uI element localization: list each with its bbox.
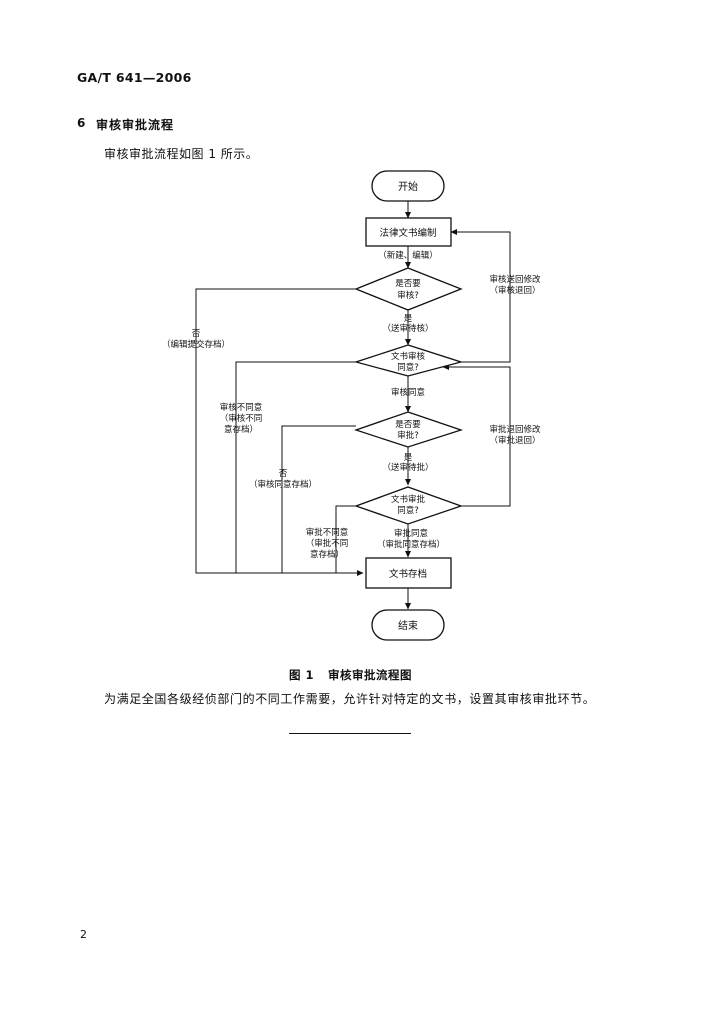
approval-disagree-line: [335, 505, 356, 573]
approval-disagree-line1: 审批不同意: [306, 527, 349, 538]
figure-caption: 图 1 审核审批流程图: [0, 667, 701, 683]
approval-no-note: （审核同意存档）: [249, 479, 317, 490]
section-title: 审核审批流程: [96, 118, 175, 132]
archive-process-box: [365, 557, 452, 589]
document-code: GA/T 641—2006: [77, 70, 192, 85]
decision-review-agree-line1: 文书审核: [391, 351, 426, 362]
start-label: 开始: [398, 180, 418, 193]
review-yes-label: 是: [404, 314, 413, 324]
decision-approval-agree: [354, 486, 463, 525]
decision-approval-needed-line2: 审批?: [397, 430, 419, 441]
end-label: 结束: [398, 619, 418, 632]
decision-review-needed: [354, 267, 463, 311]
decision-approval-needed: [353, 411, 464, 448]
approval-disagree-line3: 意存档）: [310, 549, 344, 560]
review-disagree-line: [235, 361, 356, 573]
decision-approval-needed-line1: 是否要: [395, 420, 421, 430]
intro-paragraph: 审核审批流程如图 1 所示。: [104, 147, 259, 161]
note-paragraph: 为满足全国各级经侦部门的不同工作需要，允许针对特定的文书，设置其审核审批环节。: [104, 692, 596, 706]
no-approval-line: [281, 425, 356, 573]
end-terminal: [371, 609, 445, 641]
review-return-label: 审核送回修改: [489, 274, 541, 285]
review-disagree-line2: （审核不同: [220, 413, 263, 424]
no-review-line: [195, 288, 364, 576]
review-return-note: （审核退回）: [489, 285, 540, 296]
figure-number: 图 1: [288, 668, 314, 682]
review-yes-note: （送审待核）: [382, 323, 433, 334]
page-number: 2: [80, 928, 87, 941]
edit-process-box: [365, 217, 452, 247]
decision-review-agree-line2: 同意?: [397, 362, 419, 373]
approval-return-line: [442, 364, 511, 507]
review-agree-label: 审核同意: [391, 387, 425, 398]
approval-yes-note: （送审待批）: [382, 462, 433, 473]
edit-process-label: 法律文书编制: [379, 227, 436, 239]
approval-disagree-line2: （审批不同: [306, 538, 349, 549]
edit-note: （新建、编辑）: [378, 250, 438, 261]
review-disagree-line1: 审核不同意: [220, 402, 263, 413]
approval-agree-note: （审批同意存档）: [377, 539, 445, 550]
decision-review-agree: [353, 344, 464, 377]
approval-return-label: 审批退回修改: [489, 424, 541, 435]
approval-return-note: （审批退回）: [489, 435, 540, 446]
decision-review-needed-line2: 审核?: [397, 290, 419, 301]
decision-approval-agree-line2: 同意?: [397, 505, 419, 516]
start-terminal: [371, 170, 445, 202]
review-no-note: （编辑提交存档）: [162, 339, 230, 350]
decision-approval-agree-line1: 文书审批: [391, 494, 426, 505]
archive-process-label: 文书存档: [389, 568, 427, 580]
end-rule: [289, 733, 411, 734]
approval-flowchart: 开始 法律文书编制 （新建、编辑） 是否要 审核? 是 （送审待核） 否 （编辑…: [162, 170, 541, 641]
review-return-line: [450, 229, 511, 363]
section-number: 6: [77, 116, 86, 130]
review-no-label: 否: [192, 329, 201, 339]
approval-no-label: 否: [279, 469, 288, 479]
approval-agree-label: 审批同意: [394, 528, 428, 539]
decision-review-needed-line1: 是否要: [395, 279, 421, 289]
approval-yes-label: 是: [404, 453, 413, 463]
figure-title: 审核审批流程图: [328, 668, 412, 682]
review-disagree-line3: 意存档）: [224, 424, 258, 435]
